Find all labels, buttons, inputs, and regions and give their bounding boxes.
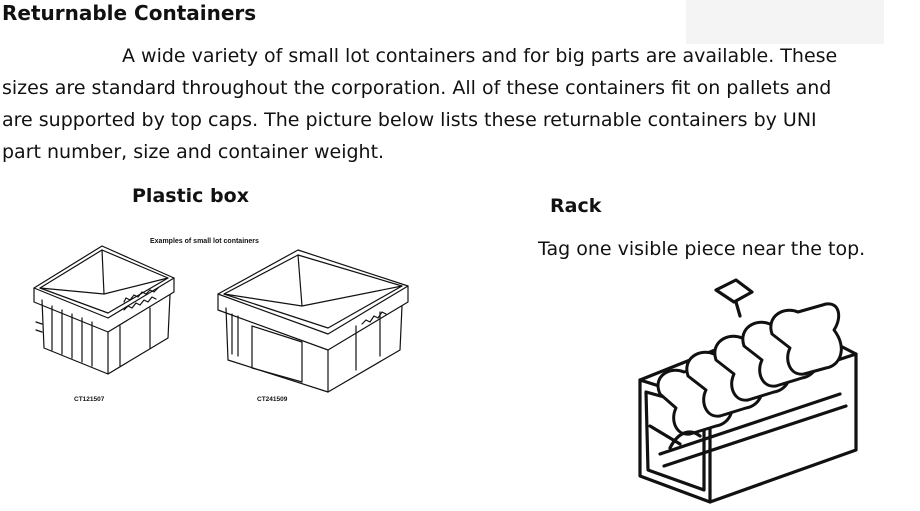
intro-paragraph: A wide variety of small lot containers a…	[2, 40, 918, 168]
intro-line: part number, size and container weight.	[2, 141, 385, 163]
large-container-illustration	[217, 249, 409, 393]
plastic-box-caption: Examples of small lot containers	[150, 238, 259, 245]
intro-line: A wide variety of small lot containers a…	[122, 45, 838, 67]
document-title: Returnable Containers	[2, 1, 257, 25]
rack-illustration	[638, 278, 858, 504]
intro-line: sizes are standard throughout the corpor…	[2, 77, 832, 99]
small-container-code: CT121507	[74, 396, 105, 403]
large-container-code: CT241509	[257, 396, 288, 403]
small-container-illustration	[33, 245, 175, 375]
plastic-box-heading: Plastic box	[132, 185, 249, 207]
intro-line: are supported by top caps. The picture b…	[2, 109, 817, 131]
gray-overlay-box	[686, 0, 884, 44]
rack-heading: Rack	[550, 195, 602, 217]
rack-instruction: Tag one visible piece near the top.	[538, 238, 866, 260]
